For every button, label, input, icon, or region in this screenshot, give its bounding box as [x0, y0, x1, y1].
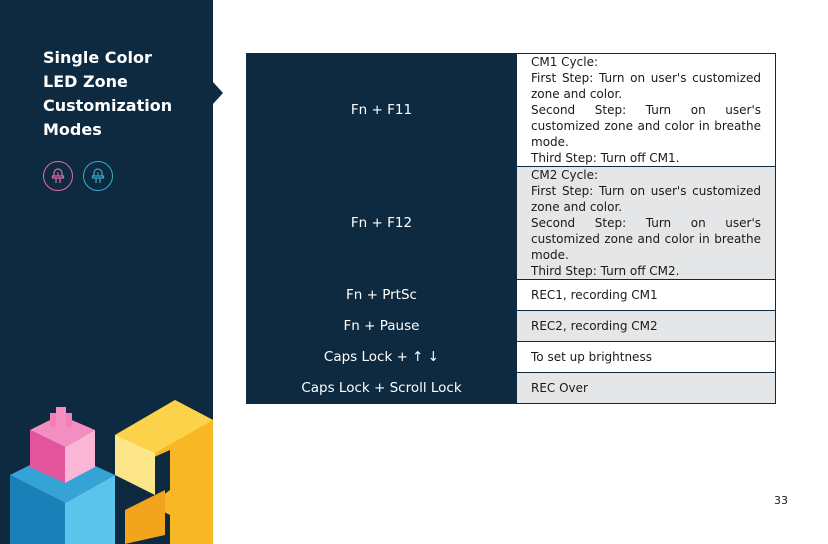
desc-line: First Step: Turn on user's customized zo…	[531, 184, 761, 214]
table-row: Fn + F12 CM2 Cycle: First Step: Turn on …	[247, 166, 775, 279]
decorative-blocks	[10, 400, 213, 544]
desc-line: REC Over	[531, 381, 588, 395]
desc-line: Third Step: Turn off CM1.	[531, 151, 680, 165]
key-description: To set up brightness	[517, 342, 775, 372]
key-combo: Caps Lock + ↑ ↓	[247, 342, 517, 372]
table-row: Fn + F11 CM1 Cycle: First Step: Turn on …	[247, 54, 775, 166]
yellow-block-face	[115, 435, 155, 495]
desc-line: Second Step: Turn on user's customized z…	[531, 216, 761, 262]
key-combo: Caps Lock + Scroll Lock	[247, 373, 517, 403]
key-description: CM1 Cycle: First Step: Turn on user's cu…	[517, 54, 775, 166]
yellow-block-top	[115, 400, 213, 453]
title-line: LED Zone	[43, 72, 128, 91]
yellow-block-lower	[125, 490, 165, 544]
desc-line: Third Step: Turn off CM2.	[531, 264, 680, 278]
desc-line: To set up brightness	[531, 350, 652, 364]
pink-cross-vertical	[56, 407, 66, 433]
desc-line: First Step: Turn on user's customized zo…	[531, 71, 761, 101]
key-description: REC1, recording CM1	[517, 280, 775, 310]
key-combo: Fn + PrtSc	[247, 280, 517, 310]
table-row: Caps Lock + ↑ ↓ To set up brightness	[247, 341, 775, 372]
desc-line: CM1 Cycle:	[531, 55, 599, 69]
pink-block-left	[30, 430, 65, 483]
desc-line: REC1, recording CM1	[531, 288, 658, 302]
led-bulb-icon	[43, 161, 73, 191]
sidebar-notch	[213, 82, 223, 104]
title-line: Customization	[43, 96, 173, 115]
key-combo: Fn + Pause	[247, 311, 517, 341]
table-row: Caps Lock + Scroll Lock REC Over	[247, 372, 775, 403]
desc-line: REC2, recording CM2	[531, 319, 658, 333]
title-line: Modes	[43, 120, 102, 139]
table-row: Fn + Pause REC2, recording CM2	[247, 310, 775, 341]
desc-line: CM2 Cycle:	[531, 168, 599, 182]
page-number: 33	[774, 494, 788, 507]
desc-line: Second Step: Turn on user's customized z…	[531, 103, 761, 149]
shortcut-table: Fn + F11 CM1 Cycle: First Step: Turn on …	[246, 53, 776, 404]
key-description: CM2 Cycle: First Step: Turn on user's cu…	[517, 167, 775, 279]
blue-block-left	[10, 475, 65, 544]
key-combo: Fn + F12	[247, 167, 517, 279]
blue-block-right	[65, 475, 115, 544]
key-description: REC2, recording CM2	[517, 311, 775, 341]
key-combo: Fn + F11	[247, 54, 517, 166]
led-bulb-icon	[83, 161, 113, 191]
pink-block-right	[65, 430, 95, 483]
led-icons	[43, 161, 113, 191]
key-description: REC Over	[517, 373, 775, 403]
title-line: Single Color	[43, 48, 152, 67]
table-row: Fn + PrtSc REC1, recording CM1	[247, 279, 775, 310]
section-title: Single Color LED Zone Customization Mode…	[43, 46, 208, 142]
